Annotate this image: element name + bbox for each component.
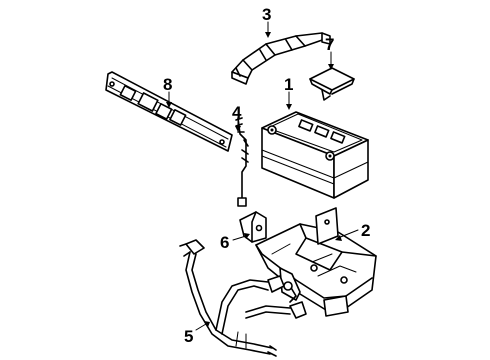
callout-6: 6 xyxy=(220,233,229,252)
callout-3: 3 xyxy=(262,5,271,24)
leader-lines xyxy=(166,21,359,331)
callout-1: 1 xyxy=(284,75,293,94)
battery-cable-part xyxy=(179,239,307,357)
callout-2: 2 xyxy=(361,221,370,240)
callout-7: 7 xyxy=(325,35,334,54)
hold-down-clamp-part xyxy=(239,211,267,243)
battery-tray-part xyxy=(255,207,377,317)
battery-part xyxy=(261,111,369,199)
callout-5: 5 xyxy=(184,327,193,346)
battery-insulator-part xyxy=(105,71,233,152)
callout-4: 4 xyxy=(232,103,242,122)
terminal-cover-part xyxy=(309,67,355,101)
hold-down-rod-part xyxy=(235,117,249,207)
hold-down-bracket-part xyxy=(231,32,331,85)
callout-8: 8 xyxy=(163,75,172,94)
